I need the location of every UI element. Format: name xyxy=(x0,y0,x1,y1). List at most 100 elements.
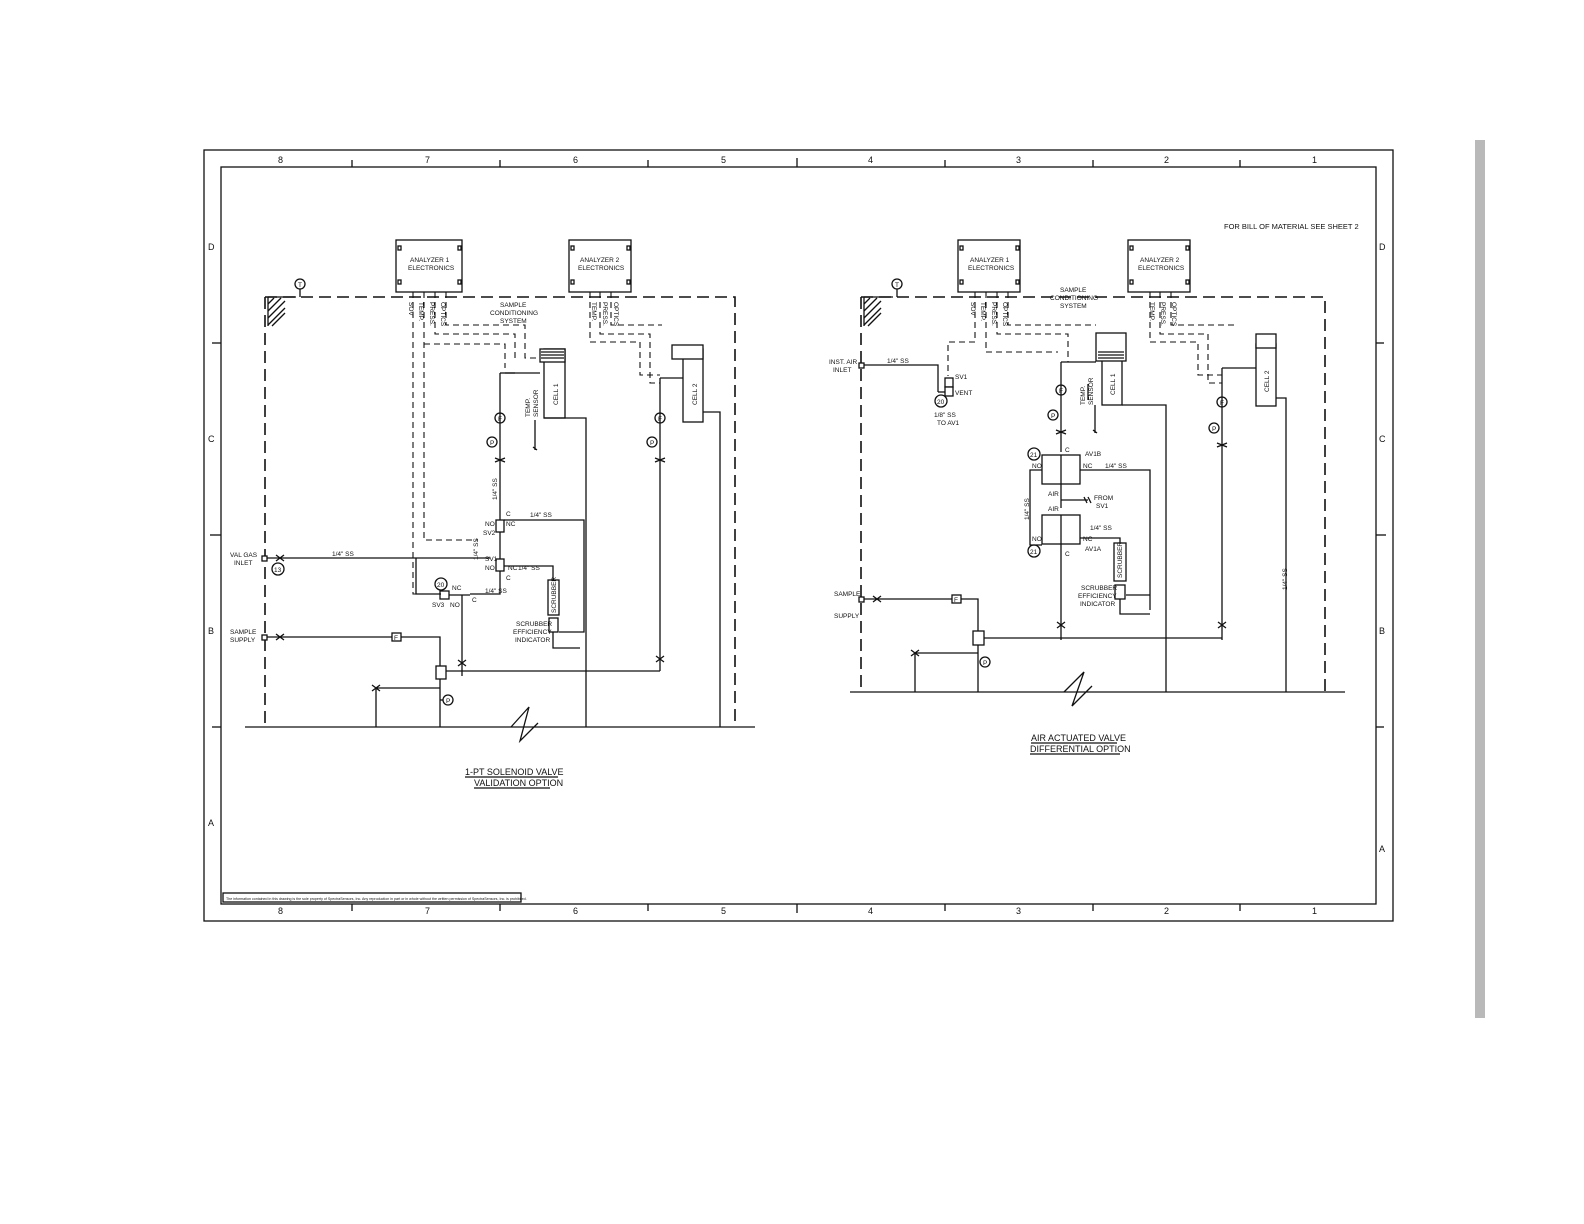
row-right-a: A xyxy=(1379,844,1385,854)
svg-text:NO: NO xyxy=(450,602,460,609)
scrubber-left xyxy=(547,579,560,616)
svg-text:SENSOR: SENSOR xyxy=(533,389,540,417)
svg-text:NC: NC xyxy=(1083,463,1093,470)
col-bottom-5: 5 xyxy=(721,906,726,916)
left-title-line1: 1-PT SOLENOID VALVE xyxy=(465,767,564,777)
svg-text:SV1: SV1 xyxy=(955,374,968,381)
svg-text:1/4" SS: 1/4" SS xyxy=(1024,498,1031,520)
svg-text:1/4" SS: 1/4" SS xyxy=(1282,568,1289,590)
svg-text:P: P xyxy=(1212,426,1216,433)
svg-text:CONDITIONING: CONDITIONING xyxy=(490,310,538,317)
svg-text:SV3: SV3 xyxy=(432,602,445,609)
svg-text:PRESS.: PRESS. xyxy=(601,302,608,326)
svg-text:NC: NC xyxy=(506,521,516,528)
sv1-valve-right xyxy=(944,377,954,388)
sv3-valve xyxy=(439,590,450,600)
svg-text:INLET: INLET xyxy=(234,560,252,567)
svg-text:TO AV1: TO AV1 xyxy=(937,420,960,427)
row-left-b: B xyxy=(208,626,214,636)
svg-text:13: 13 xyxy=(274,567,282,574)
col-top-5: 5 xyxy=(721,155,726,165)
svg-text:TEMP.: TEMP. xyxy=(417,302,424,321)
svg-text:SOV: SOV xyxy=(407,302,414,316)
svg-text:SAMPLE: SAMPLE xyxy=(500,302,527,309)
scrubber-right xyxy=(1113,542,1127,582)
svg-text:P: P xyxy=(1051,413,1055,420)
break-symbol-right xyxy=(1063,671,1093,707)
svg-text:NO: NO xyxy=(485,521,495,528)
bypass-filter-right xyxy=(972,630,985,646)
svg-text:AIR: AIR xyxy=(1048,491,1059,498)
svg-text:P: P xyxy=(446,698,450,705)
break-symbol xyxy=(510,706,539,744)
svg-text:SUPPLY: SUPPLY xyxy=(230,637,256,644)
svg-text:SV1: SV1 xyxy=(1096,503,1109,510)
row-left-c: C xyxy=(208,434,215,444)
row-right-d: D xyxy=(1379,242,1386,252)
analyzer-2-box-right xyxy=(1127,239,1191,293)
svg-text:P: P xyxy=(650,440,654,447)
svg-text:VAL GAS: VAL GAS xyxy=(230,552,258,559)
col-top-7: 7 xyxy=(425,155,430,165)
svg-text:NC: NC xyxy=(508,565,518,572)
svg-text:ANALYZER 2: ANALYZER 2 xyxy=(580,257,620,264)
col-bottom-4: 4 xyxy=(868,906,873,916)
svg-text:AV1A: AV1A xyxy=(1085,546,1102,553)
col-top-1: 1 xyxy=(1312,155,1317,165)
svg-text:PRESS.: PRESS. xyxy=(428,302,435,326)
svg-text:CONDITIONING: CONDITIONING xyxy=(1050,295,1098,302)
svg-text:1/4" SS: 1/4" SS xyxy=(492,478,499,500)
svg-text:ELECTRONICS: ELECTRONICS xyxy=(968,265,1015,272)
svg-text:ELECTRONICS: ELECTRONICS xyxy=(1138,265,1185,272)
svg-text:T: T xyxy=(895,282,899,289)
svg-text:NO: NO xyxy=(485,565,495,572)
svg-text:SENSOR: SENSOR xyxy=(1088,377,1095,405)
svg-text:SCRUBBER: SCRUBBER xyxy=(551,577,558,613)
svg-text:1/4" SS: 1/4" SS xyxy=(530,512,552,519)
svg-text:CELL 1: CELL 1 xyxy=(1110,373,1117,395)
svg-text:INLET: INLET xyxy=(833,367,851,374)
svg-text:PRESS.: PRESS. xyxy=(1159,302,1166,326)
svg-text:SUPPLY: SUPPLY xyxy=(834,613,860,620)
svg-text:21: 21 xyxy=(1030,452,1038,459)
analyzer-1-box-right xyxy=(957,239,1021,293)
svg-text:P: P xyxy=(490,440,494,447)
svg-text:OPTICS: OPTICS xyxy=(1001,302,1008,327)
svg-text:1/4" SS: 1/4" SS xyxy=(887,358,909,365)
svg-text:1/4" SS: 1/4" SS xyxy=(473,538,480,560)
svg-text:F: F xyxy=(954,597,958,604)
col-bottom-1: 1 xyxy=(1312,906,1317,916)
right-title-line2: DIFFERENTIAL OPTION xyxy=(1030,744,1131,754)
svg-text:OPTICS: OPTICS xyxy=(1170,302,1177,327)
svg-text:20: 20 xyxy=(937,399,945,406)
svg-text:1/4" SS: 1/4" SS xyxy=(518,565,540,572)
svg-text:SOV: SOV xyxy=(969,302,976,316)
col-top-8: 8 xyxy=(278,155,283,165)
svg-text:ANALYZER 1: ANALYZER 1 xyxy=(970,257,1010,264)
svg-text:F: F xyxy=(658,416,662,423)
svg-text:1/4" SS: 1/4" SS xyxy=(1105,463,1127,470)
svg-text:SYSTEM: SYSTEM xyxy=(500,318,527,325)
svg-text:NO: NO xyxy=(1032,463,1042,470)
bypass-filter-left xyxy=(435,665,447,680)
sv2-valve xyxy=(495,519,505,533)
svg-text:CELL 1: CELL 1 xyxy=(553,383,560,405)
svg-text:P: P xyxy=(983,660,987,667)
svg-text:20: 20 xyxy=(437,582,445,589)
svg-text:1/8" SS: 1/8" SS xyxy=(934,412,956,419)
col-top-3: 3 xyxy=(1016,155,1021,165)
svg-text:INDICATOR: INDICATOR xyxy=(1080,601,1115,608)
svg-text:FROM: FROM xyxy=(1094,495,1113,502)
right-title-line1: AIR ACTUATED VALVE xyxy=(1031,733,1126,743)
svg-text:1/4" SS: 1/4" SS xyxy=(485,588,507,595)
svg-text:PRESS.: PRESS. xyxy=(990,302,997,326)
svg-text:21: 21 xyxy=(1030,549,1038,556)
svg-text:C: C xyxy=(1065,447,1070,454)
right-diagram: T ANALYZER 1 ELECTRONICS ANALYZER 2 ELEC… xyxy=(829,239,1345,755)
svg-text:AIR: AIR xyxy=(1048,506,1059,513)
col-top-4: 4 xyxy=(868,155,873,165)
analyzer-2-box xyxy=(568,239,632,293)
scrollbar[interactable] xyxy=(1475,140,1485,1018)
row-right-b: B xyxy=(1379,626,1385,636)
